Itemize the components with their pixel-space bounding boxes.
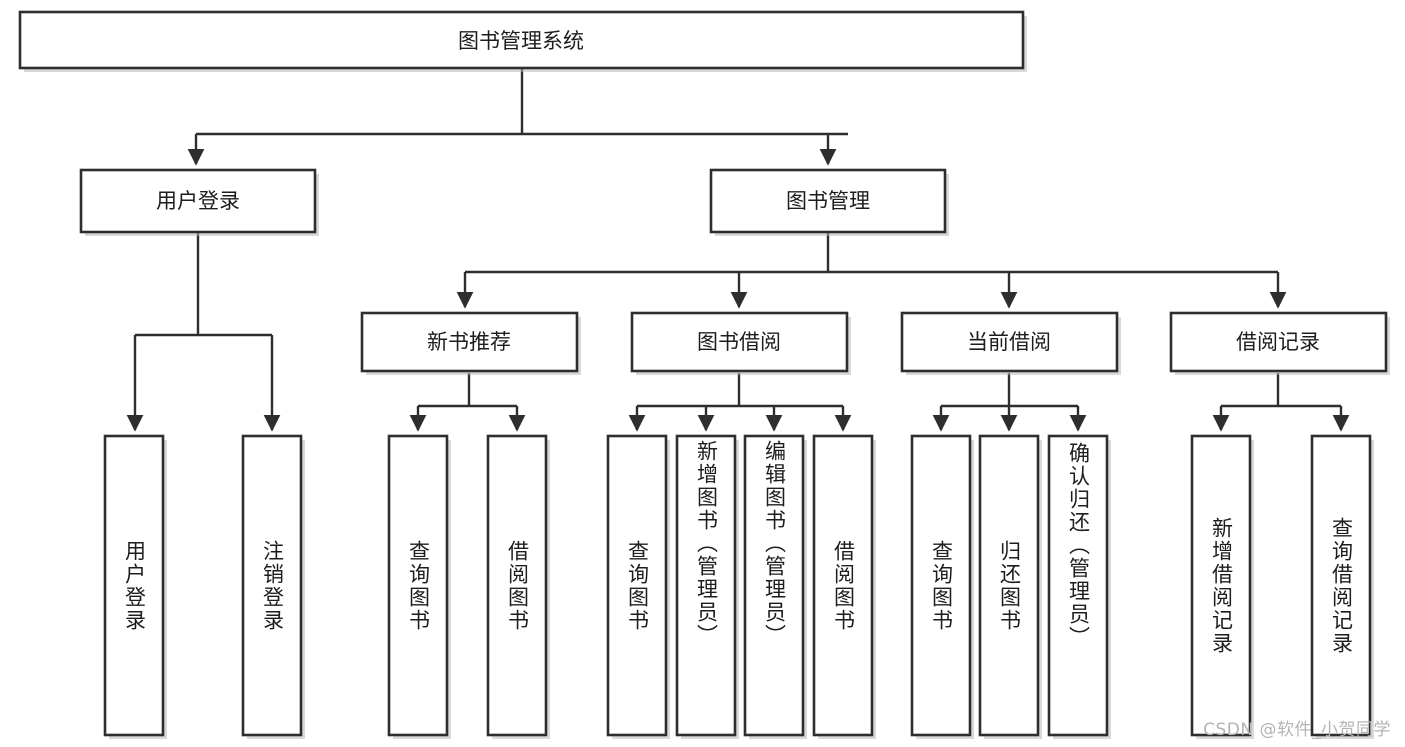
borrow-record-label: 借阅记录	[1236, 330, 1320, 354]
book-borrow-label: 图书借阅	[697, 330, 781, 354]
node-root-book-management-system[interactable]: 图书管理系统	[18, 10, 1027, 72]
connectors-root-to-level2	[187, 68, 848, 166]
leaf-return-book[interactable]	[978, 434, 1042, 739]
leaf-query-borrow-record[interactable]	[1310, 434, 1374, 739]
node-user-login[interactable]: 用户登录	[79, 168, 319, 236]
leaf-borrow-book[interactable]	[812, 434, 876, 739]
leaf-add-borrow-record[interactable]	[1190, 434, 1254, 739]
node-current-borrow[interactable]: 当前借阅	[900, 311, 1121, 375]
current-borrow-label: 当前借阅	[967, 330, 1051, 354]
leaf-boxes	[103, 434, 1374, 739]
connectors-bookmgmt-to-level3	[456, 232, 1287, 309]
leaf-query-book-recommend[interactable]	[387, 434, 451, 739]
node-book-management[interactable]: 图书管理	[709, 168, 949, 236]
new-book-recommend-label: 新书推荐	[427, 330, 511, 354]
leaf-edit-book-admin[interactable]	[743, 434, 807, 739]
leaf-query-book-current[interactable]	[910, 434, 974, 739]
leaf-query-book-borrow[interactable]	[606, 434, 670, 739]
watermark-text: CSDN @软件_小贺同学	[1203, 720, 1391, 740]
user-login-label: 用户登录	[156, 189, 240, 213]
connectors-borrowrecord-to-leaves	[1212, 373, 1350, 432]
node-borrow-record[interactable]: 借阅记录	[1169, 311, 1390, 375]
leaf-logout-login[interactable]	[241, 434, 305, 739]
book-management-label: 图书管理	[786, 189, 870, 213]
connectors-currentborrow-to-leaves	[932, 373, 1087, 432]
leaf-borrow-book-recommend[interactable]	[486, 434, 550, 739]
node-book-borrow[interactable]: 图书借阅	[630, 311, 851, 375]
leaf-add-book-admin[interactable]	[675, 434, 739, 739]
leaf-confirm-return-admin[interactable]	[1047, 434, 1111, 739]
leaf-user-login[interactable]	[103, 434, 167, 739]
connectors-newbook-to-leaves	[409, 373, 526, 432]
root-label: 图书管理系统	[458, 29, 584, 53]
node-new-book-recommend[interactable]: 新书推荐	[360, 311, 581, 375]
connectors-userlogin-to-leaves	[126, 232, 281, 432]
connectors-bookborrow-to-leaves	[628, 373, 852, 432]
